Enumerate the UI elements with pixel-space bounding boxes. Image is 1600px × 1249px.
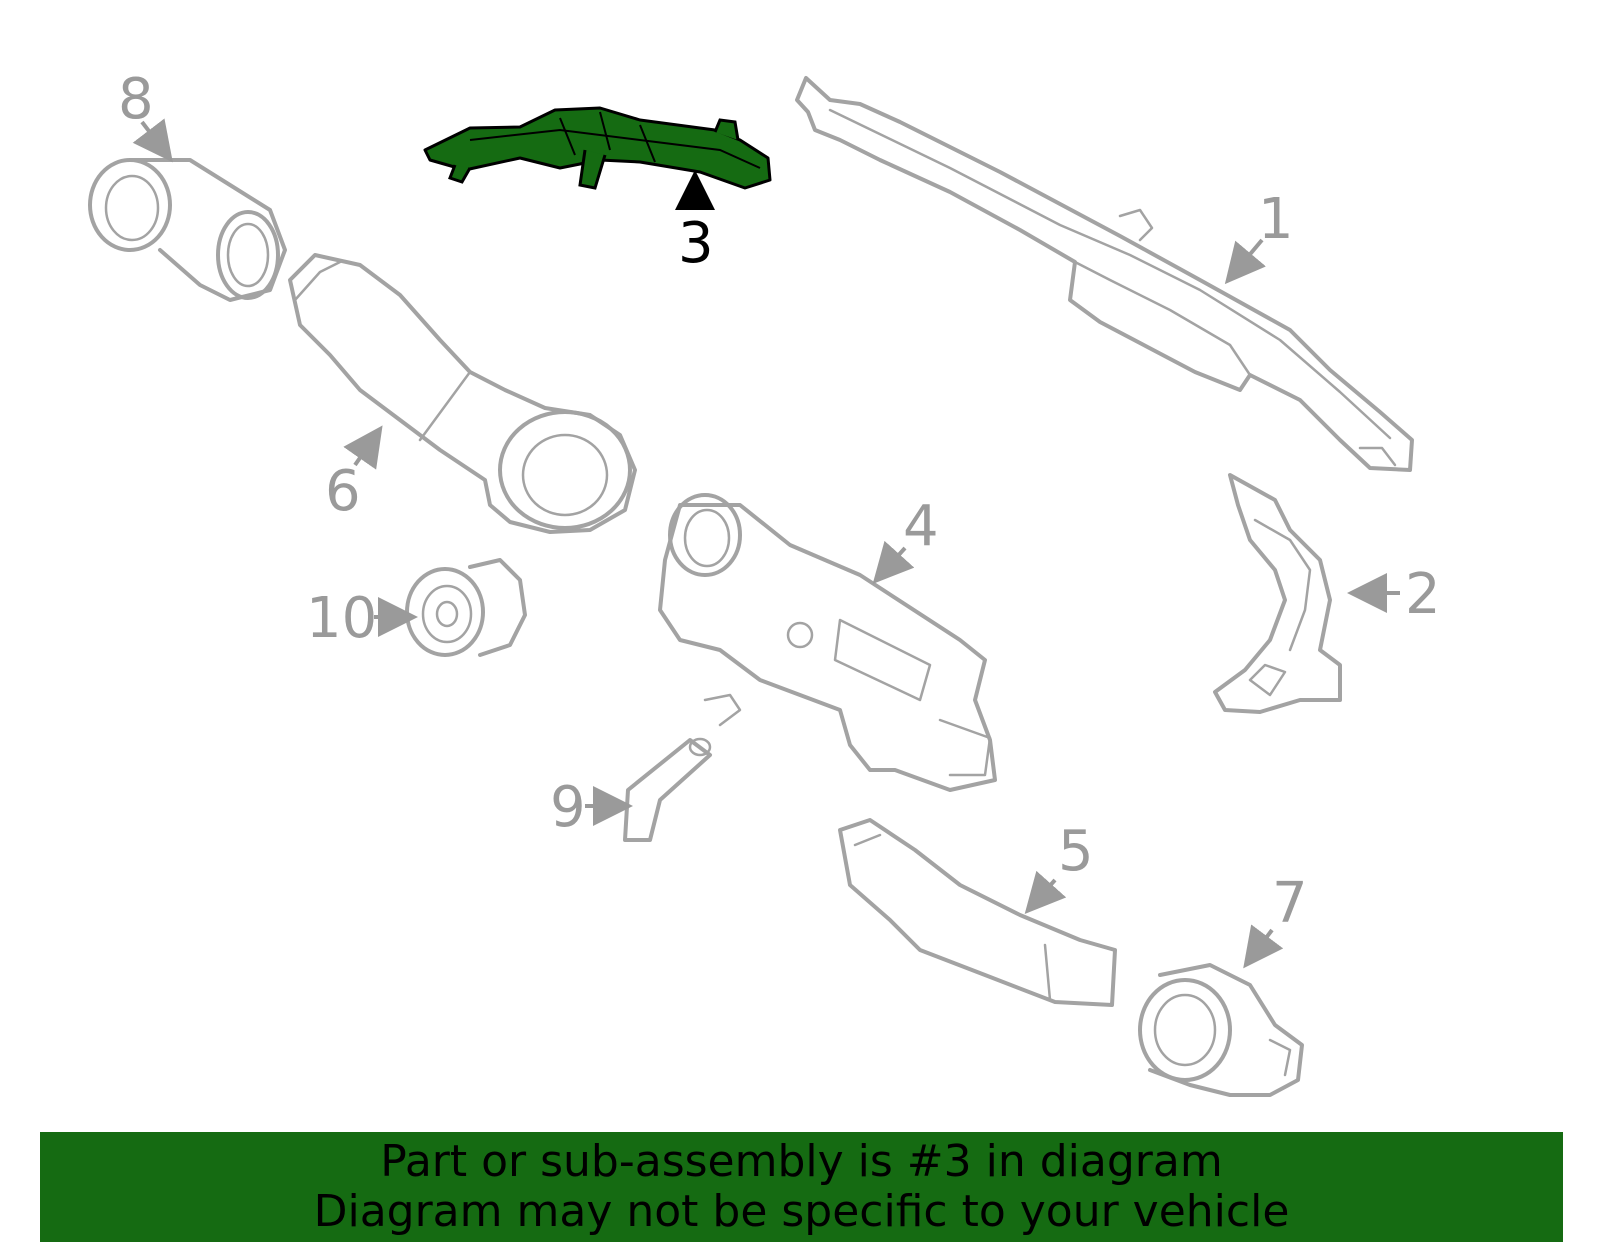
callout-7: 7 xyxy=(1243,871,1308,969)
callout-6: 6 xyxy=(325,425,383,524)
callout-10-label: 10 xyxy=(306,586,377,651)
callout-4-label: 4 xyxy=(903,494,939,559)
part-5-duct[interactable] xyxy=(838,818,1117,1007)
part-4-housing[interactable] xyxy=(658,493,997,792)
callout-5: 5 xyxy=(1024,819,1094,914)
callout-2-label: 2 xyxy=(1405,562,1441,627)
part-3-duct-highlighted[interactable] xyxy=(423,106,772,190)
callout-6-label: 6 xyxy=(325,459,361,524)
callout-9-label: 9 xyxy=(550,775,586,840)
callout-9: 9 xyxy=(550,775,633,840)
part-8-vent[interactable] xyxy=(88,158,287,302)
banner-line-2: Diagram may not be specific to your vehi… xyxy=(313,1186,1290,1237)
callout-8: 8 xyxy=(118,67,173,163)
callout-8-label: 8 xyxy=(118,67,154,132)
callout-5-label: 5 xyxy=(1058,819,1094,884)
callout-1: 1 xyxy=(1224,187,1294,285)
part-6-duct[interactable] xyxy=(288,253,637,534)
part-10-round-vent[interactable] xyxy=(405,558,527,657)
callout-3: 3 xyxy=(675,170,715,276)
part-7-vent[interactable] xyxy=(1138,963,1304,1097)
callout-3-label: 3 xyxy=(678,211,714,276)
callout-4: 4 xyxy=(872,494,939,584)
callout-7-label: 7 xyxy=(1272,871,1308,936)
callout-1-label: 1 xyxy=(1258,187,1294,252)
part-9-pipe[interactable] xyxy=(623,737,712,842)
callout-2: 2 xyxy=(1347,562,1441,627)
callout-10: 10 xyxy=(306,586,418,651)
part-1-cross-duct[interactable] xyxy=(795,76,1414,472)
part-2-bracket[interactable] xyxy=(1213,473,1342,714)
banner-line-1: Part or sub-assembly is #3 in diagram xyxy=(380,1136,1223,1187)
info-banner: Part or sub-assembly is #3 in diagram Di… xyxy=(40,1132,1563,1242)
